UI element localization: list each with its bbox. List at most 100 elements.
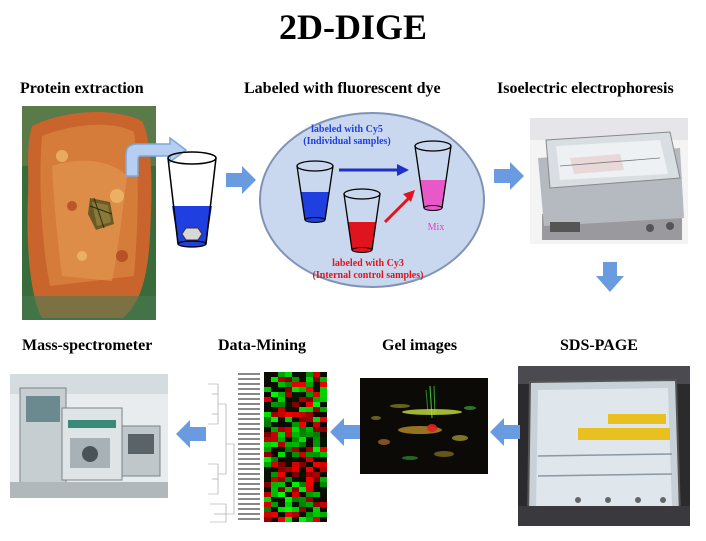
heatmap-cell	[292, 497, 299, 502]
heatmap-cell	[313, 477, 320, 482]
heatmap-cell	[264, 497, 271, 502]
heatmap-cell	[313, 502, 320, 507]
heatmap-cell	[278, 447, 285, 452]
heatmap-cell	[306, 517, 313, 522]
heatmap-cell	[278, 382, 285, 387]
arrow-right-icon	[226, 166, 256, 194]
heatmap-cell	[264, 432, 271, 437]
heatmap-cell	[285, 397, 292, 402]
heatmap-cell	[285, 502, 292, 507]
heatmap-cell	[299, 427, 306, 432]
heatmap-cell	[292, 407, 299, 412]
heatmap-cell	[278, 422, 285, 427]
heatmap-cell	[306, 397, 313, 402]
heatmap-row-label	[238, 478, 260, 480]
heatmap-cell	[299, 472, 306, 477]
heatmap-cell	[306, 447, 313, 452]
mass-spectrometer-photo	[10, 374, 168, 498]
heatmap-cell	[264, 372, 271, 377]
heatmap-cell	[299, 517, 306, 522]
heatmap-cell	[306, 512, 313, 517]
heatmap-cell	[264, 447, 271, 452]
heatmap-cell	[264, 477, 271, 482]
heatmap-cell	[299, 417, 306, 422]
heatmap-cell	[320, 427, 327, 432]
heatmap-cell	[320, 412, 327, 417]
heatmap-cell	[285, 457, 292, 462]
heatmap-cell	[285, 497, 292, 502]
heatmap-cell	[271, 517, 278, 522]
heatmap-cell	[271, 412, 278, 417]
heatmap-cell	[278, 432, 285, 437]
heatmap-cell	[320, 497, 327, 502]
heatmap-cell	[299, 487, 306, 492]
heatmap-row-label	[238, 513, 260, 515]
heatmap-cell	[271, 502, 278, 507]
heatmap-cell	[271, 437, 278, 442]
heatmap-cell	[285, 377, 292, 382]
heatmap-cell	[271, 432, 278, 437]
heatmap-cell	[299, 467, 306, 472]
heatmap-cell	[285, 447, 292, 452]
heatmap-cell	[278, 392, 285, 397]
heatmap-cell	[313, 497, 320, 502]
heatmap-cell	[299, 462, 306, 467]
heatmap-row-label	[238, 473, 260, 475]
heatmap-cell	[264, 392, 271, 397]
heatmap-cell	[264, 442, 271, 447]
heatmap-cell	[292, 427, 299, 432]
heatmap-cell	[285, 422, 292, 427]
heatmap-cell	[313, 507, 320, 512]
heatmap-cell	[271, 447, 278, 452]
cy3-label: labeled with Cy3 (Internal control sampl…	[298, 258, 438, 282]
heatmap-row-label	[238, 378, 260, 380]
heatmap-row-label	[238, 428, 260, 430]
heatmap-cell	[299, 497, 306, 502]
labeling-circle	[259, 112, 485, 288]
heatmap-cell	[292, 382, 299, 387]
heatmap-cell	[278, 497, 285, 502]
heatmap-cell	[278, 402, 285, 407]
heatmap-cell	[313, 462, 320, 467]
heatmap-cell	[320, 482, 327, 487]
heatmap-cell	[285, 462, 292, 467]
heatmap-cell	[313, 437, 320, 442]
heatmap-cell	[313, 452, 320, 457]
heatmap-cell	[299, 437, 306, 442]
heatmap-cell	[320, 517, 327, 522]
heatmap-cell	[271, 477, 278, 482]
heatmap-cell	[306, 502, 313, 507]
heatmap-cell	[271, 407, 278, 412]
heatmap-cell	[306, 477, 313, 482]
heatmap	[206, 364, 330, 526]
heatmap-cell	[285, 467, 292, 472]
heatmap-cell	[285, 477, 292, 482]
heatmap-cell	[278, 377, 285, 382]
heatmap-row-label	[238, 373, 260, 375]
heatmap-cell	[292, 507, 299, 512]
heatmap-cell	[292, 432, 299, 437]
heatmap-cell	[313, 387, 320, 392]
heatmap-cell	[285, 442, 292, 447]
heatmap-cell	[292, 452, 299, 457]
heatmap-cell	[313, 482, 320, 487]
heatmap-cell	[264, 397, 271, 402]
heatmap-cell	[278, 457, 285, 462]
arrow-left-icon	[176, 420, 206, 448]
heatmap-cell	[306, 437, 313, 442]
heatmap-cell	[264, 507, 271, 512]
heatmap-cell	[320, 437, 327, 442]
heatmap-cell	[320, 447, 327, 452]
heatmap-cell	[285, 412, 292, 417]
heatmap-cell	[271, 422, 278, 427]
heatmap-cell	[299, 442, 306, 447]
heatmap-row-label	[238, 518, 260, 520]
heatmap-cell	[278, 387, 285, 392]
heatmap-cell	[313, 377, 320, 382]
step-label-isoelectric: Isoelectric electrophoresis	[497, 80, 674, 97]
heatmap-cell	[271, 372, 278, 377]
heatmap-cell	[264, 427, 271, 432]
heatmap-cell	[285, 402, 292, 407]
heatmap-cell	[320, 372, 327, 377]
heatmap-cell	[299, 447, 306, 452]
